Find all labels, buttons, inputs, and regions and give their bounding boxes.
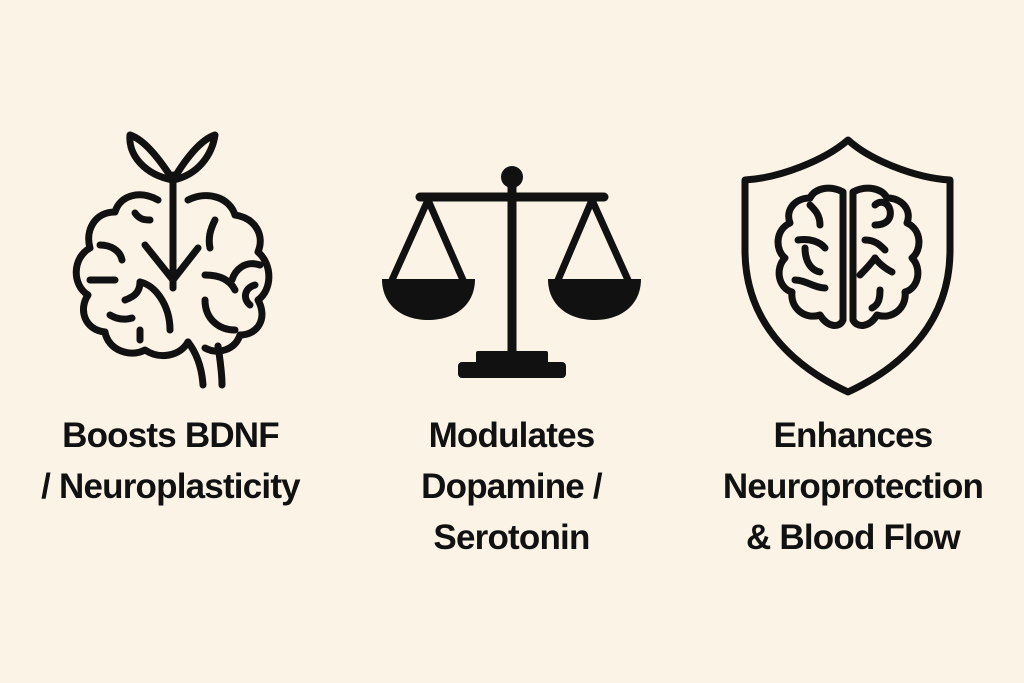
- label-line: Modulates: [428, 416, 596, 455]
- label-line: Neuroprotection: [722, 467, 984, 506]
- label-line: Boosts BDNF: [62, 416, 280, 455]
- label-line: & Blood Flow: [746, 518, 961, 557]
- label-line: Serotonin: [433, 518, 590, 557]
- label-line: Enhances: [773, 416, 934, 455]
- benefit-neuroprotection: Enhances Neuroprotection & Blood Flow: [682, 0, 1024, 683]
- balance-scale-icon: [382, 166, 641, 378]
- brain-sprout-icon: [72, 131, 273, 389]
- benefit-label: Modulates Dopamine / Serotonin: [341, 410, 682, 563]
- label-line: Dopamine /: [421, 467, 602, 506]
- benefit-label: Enhances Neuroprotection & Blood Flow: [682, 410, 1024, 563]
- benefit-neurotransmitters: Modulates Dopamine / Serotonin: [341, 0, 682, 683]
- benefit-bdnf: Boosts BDNF / Neuroplasticity: [0, 0, 341, 683]
- benefit-label: Boosts BDNF / Neuroplasticity: [0, 410, 341, 512]
- shield-brain-icon: [741, 136, 954, 396]
- label-line: / Neuroplasticity: [41, 467, 301, 506]
